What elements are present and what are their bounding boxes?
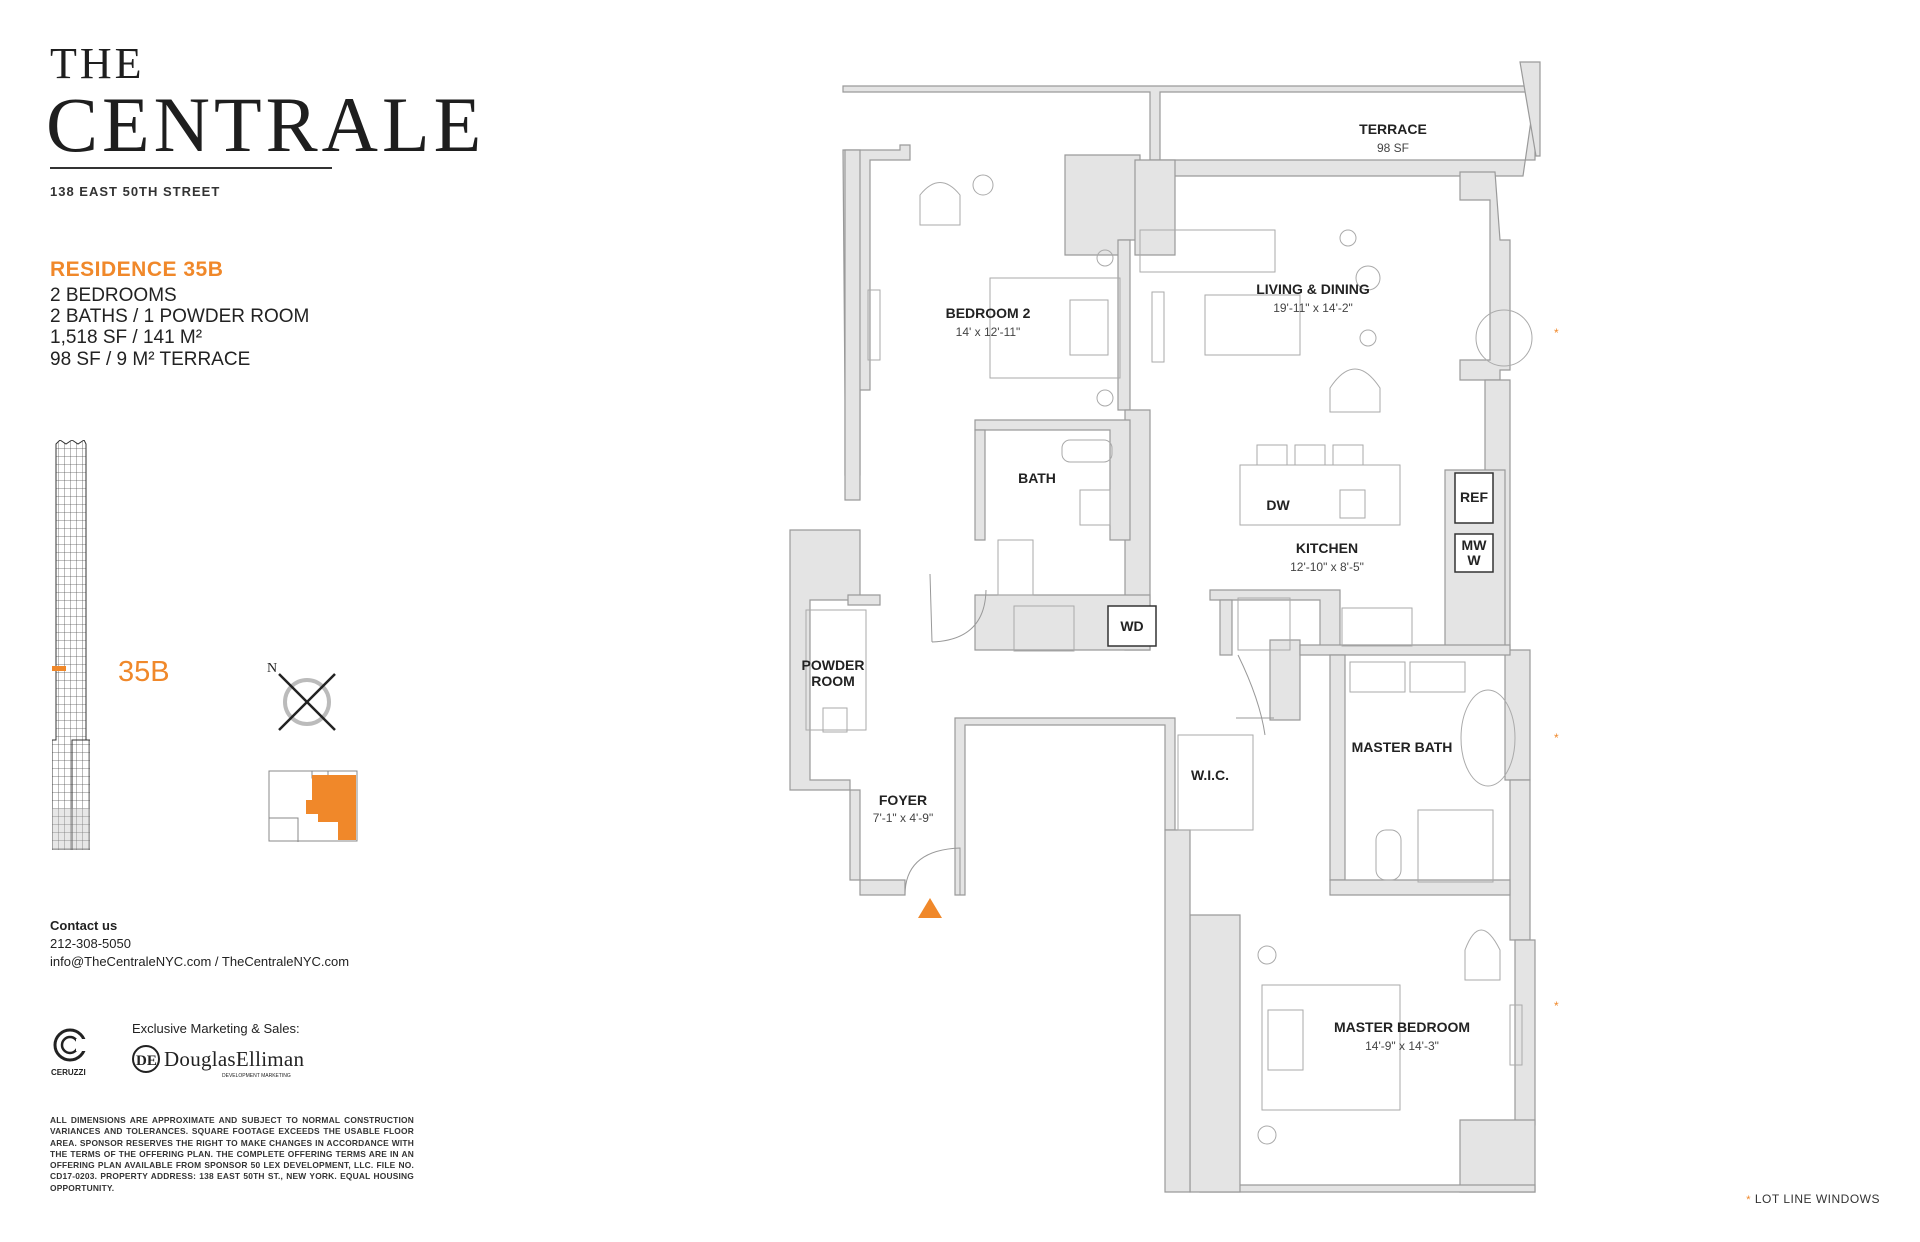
room-masterbed-name: MASTER BEDROOM [1334,1019,1470,1035]
building-address: 138 EAST 50TH STREET [50,184,221,199]
brand-name: CENTRALE [46,81,486,168]
doors [904,573,1274,896]
marketing-label: Exclusive Marketing & Sales: [132,1021,300,1036]
unit-floor-marker [52,666,66,671]
de-wordmark: DouglasElliman [164,1047,305,1071]
room-foyer-dim: 7'-1" x 4'-9" [873,811,933,825]
terrace-wall [842,85,1537,177]
room-foyer-name: FOYER [879,792,927,808]
room-kitchen-dim: 12'-10" x 8'-5" [1290,560,1364,574]
terrace-parapet [1519,61,1541,157]
ref-box [1454,472,1494,524]
de-subtitle: DEVELOPMENT MARKETING [222,1073,291,1079]
residence-title: RESIDENCE 35B [50,258,224,281]
room-living-name: LIVING & DINING [1256,281,1370,297]
appliance-ref: REF [1460,489,1488,505]
entry-marker [918,898,942,918]
tower-elevation [52,440,90,850]
svg-text:DE: DE [136,1053,157,1069]
room-terrace-dim: 98 SF [1377,141,1409,155]
unit-label: 35B [118,656,170,688]
room-living-dim: 19'-11" x 14'-2" [1273,301,1353,315]
residence-area: 1,518 SF / 141 M² [50,327,203,348]
brand-line-1: THE [50,39,145,88]
room-kitchen-name: KITCHEN [1296,540,1358,556]
compass-icon: N [267,661,336,731]
lot-line-star: * [1554,731,1559,745]
room-masterbath-name: MASTER BATH [1352,739,1453,755]
contact-web[interactable]: info@TheCentraleNYC.com / TheCentraleNYC… [50,954,350,969]
masterbath-west-wall [1329,654,1346,881]
wd-box [1107,605,1157,647]
residence-bedrooms: 2 BEDROOMS [50,285,177,306]
unit-location-highlight [306,775,356,840]
room-masterbed-dim: 14'-9" x 14'-3" [1365,1039,1439,1053]
contact-phone[interactable]: 212-308-5050 [50,936,131,951]
masterbed-west-wall [1189,914,1241,1193]
hall-wall [954,717,1176,896]
room-powder-name-2: ROOM [811,673,855,689]
furniture [805,174,1533,1145]
room-wic-name: W.I.C. [1191,767,1229,783]
room-bedroom2-dim: 14' x 12'-11" [956,325,1021,339]
powder-west-wall [789,529,861,791]
room-powder-name-1: POWDER [802,657,865,673]
living-east-wall [1459,171,1511,381]
wd-wall [974,594,1151,651]
key-plan [268,770,358,842]
west-wall [844,149,861,501]
lot-line-legend: * LOT LINE WINDOWS [1746,1192,1880,1206]
brand-divider [50,167,332,169]
douglas-elliman-logo: DE DouglasElliman DEVELOPMENT MARKETING [132,1045,305,1079]
compass-north-label: N [267,661,277,676]
appliance-mw-1: MW [1462,537,1488,553]
legal-disclaimer: ALL DIMENSIONS ARE APPROXIMATE AND SUBJE… [50,1115,414,1193]
room-bedroom2-name: BEDROOM 2 [946,305,1031,321]
lot-line-star: * [1554,999,1559,1013]
lot-line-legend-label: LOT LINE WINDOWS [1754,1192,1880,1206]
contact-title: Contact us [50,918,118,933]
appliance-dw: DW [1266,497,1290,513]
ceruzzi-logo: CERUZZI [51,1028,90,1077]
masterbed-se-corner [1459,1119,1536,1193]
appliance-mw-2: W [1467,552,1481,568]
floor-plan: * * * TERRACE 98 SF LIVING & DINING 19'-… [789,61,1559,1193]
room-bath-name: BATH [1018,470,1056,486]
ceruzzi-wordmark: CERUZZI [51,1068,86,1077]
room-terrace-name: TERRACE [1359,121,1427,137]
lot-line-star: * [1554,326,1559,340]
residence-baths: 2 BATHS / 1 POWDER ROOM [50,306,310,327]
appliance-wd: WD [1120,618,1143,634]
mww-box [1454,533,1494,573]
residence-terrace: 98 SF / 9 M² TERRACE [50,349,251,370]
lot-line-legend-star: * [1746,1194,1752,1206]
masterbath-south-wall [1329,879,1511,896]
masterbed-south-wall [1199,1184,1536,1193]
